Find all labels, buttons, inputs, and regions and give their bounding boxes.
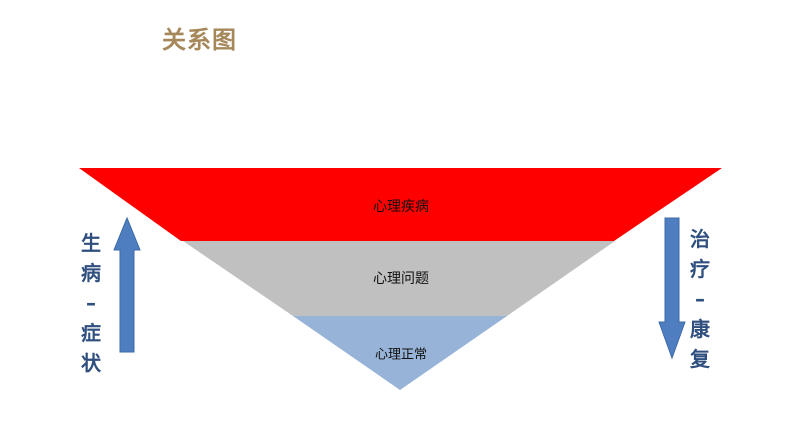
- layer-disease-label: 心理疾病: [373, 199, 429, 215]
- up-arrow-icon: [113, 216, 141, 353]
- page-title: 关系图: [162, 26, 237, 54]
- layer-disease: [79, 168, 722, 241]
- left-indicator-label: 生 病 – 症 状: [81, 231, 101, 375]
- layer-normal: [293, 316, 507, 390]
- down-arrow-icon: [658, 217, 686, 360]
- layer-normal-label: 心理正常: [375, 348, 427, 363]
- right-indicator-label: 治 疗 – 康 复: [690, 227, 710, 371]
- layer-problem: [183, 241, 615, 316]
- layer-problem-label: 心理问题: [373, 271, 429, 287]
